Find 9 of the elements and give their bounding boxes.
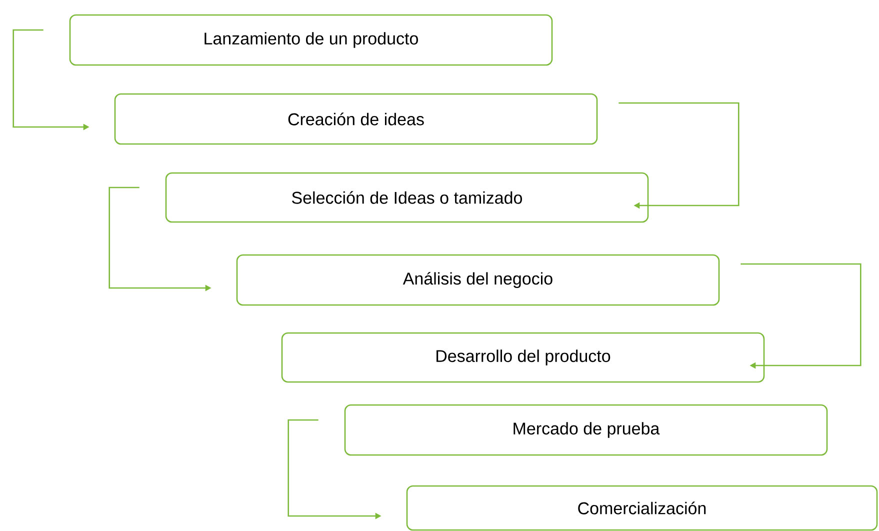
arrow (618, 102, 740, 209)
process-box: Comercialización (406, 485, 878, 531)
process-box: Mercado de prueba (344, 404, 828, 456)
process-box: Creación de ideas (114, 93, 598, 145)
process-box: Análisis del negocio (236, 254, 720, 306)
process-box: Desarrollo del producto (281, 332, 765, 383)
process-box: Selección de Ideas o tamizado (165, 172, 649, 223)
process-box: Lanzamiento de un producto (69, 14, 553, 66)
arrow (740, 263, 862, 369)
